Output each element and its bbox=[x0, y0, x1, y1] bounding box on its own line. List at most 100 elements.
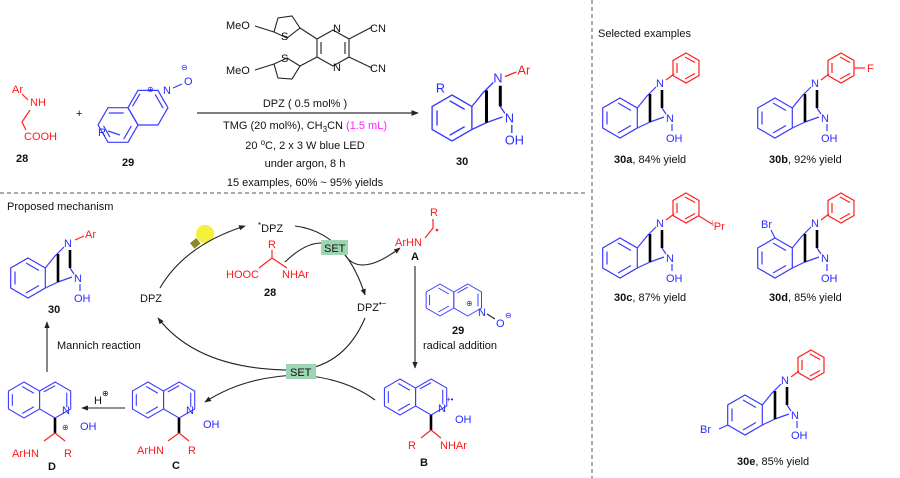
r-group-label: R bbox=[436, 82, 445, 96]
plus-charge: ⊕ bbox=[466, 299, 473, 308]
hydroxyl-label: OH bbox=[821, 273, 838, 285]
plus-charge: ⊕ bbox=[147, 85, 154, 94]
r-group-label: R bbox=[268, 239, 276, 251]
set-badge-1: SET bbox=[321, 240, 348, 255]
mechanism-product-30: N Ar N OH 30 bbox=[11, 229, 96, 316]
isopropyl-label: iPr bbox=[712, 219, 725, 233]
yield-label: 30a, 84% yield bbox=[614, 154, 686, 166]
nitrogen-label: N bbox=[666, 113, 674, 125]
intermediate-label: B bbox=[420, 457, 428, 469]
compound-label: 29 bbox=[122, 157, 134, 169]
example-30b: F N N OH 30b, 92% yield bbox=[758, 52, 874, 166]
cooh-label: COOH bbox=[24, 131, 57, 143]
intermediate-C: N OH ArHN R C bbox=[132, 382, 220, 472]
cyano-label: CN bbox=[370, 23, 386, 35]
hydroxyl-label: OH bbox=[666, 133, 683, 145]
mechanism-title: Proposed mechanism bbox=[7, 201, 113, 213]
nitrogen-label: N bbox=[438, 403, 446, 415]
compound-label: 30 bbox=[456, 156, 468, 168]
hydroxyl-label: OH bbox=[821, 133, 838, 145]
dpz-ground-label: DPZ bbox=[140, 293, 162, 305]
yield-label: 30e, 85% yield bbox=[737, 456, 809, 468]
amine-label: ArHN bbox=[395, 237, 422, 249]
nitrogen-label: N bbox=[821, 253, 829, 265]
dpz-catalyst-structure: MeO MeO S S N N CN CN bbox=[226, 15, 386, 80]
hydroxyl-label: OH bbox=[455, 414, 472, 426]
amine-label: ArHN bbox=[12, 448, 39, 460]
intermediate-label: D bbox=[48, 461, 56, 473]
light-bulb-icon bbox=[190, 225, 214, 249]
intermediate-label: C bbox=[172, 460, 180, 472]
set-label: SET bbox=[290, 367, 312, 379]
solvent-conditions: TMG (20 mol%), CH3CN (1.5 mL) bbox=[223, 120, 387, 134]
nitrogen-label: N bbox=[333, 23, 341, 35]
compound-label: 28 bbox=[264, 287, 276, 299]
scope-summary: 15 examples, 60% ~ 95% yields bbox=[227, 177, 384, 189]
dpz-radical-anion-label: DPZ•− bbox=[357, 299, 387, 314]
nitrogen-label: N bbox=[62, 405, 70, 417]
mechanism-reactant-28: R HOOC NHAr 28 bbox=[226, 239, 309, 299]
intermediate-label: A bbox=[411, 251, 419, 263]
nitrogen-label: N bbox=[781, 375, 789, 387]
set-label: SET bbox=[324, 243, 346, 255]
example-30c: iPr N N OH 30c, 87% yield bbox=[603, 192, 725, 304]
nitrogen-label: N bbox=[186, 405, 194, 417]
oxygen-label: O bbox=[184, 76, 193, 88]
set-oxidation-arrow bbox=[294, 225, 366, 296]
reduction-arrow bbox=[204, 374, 376, 403]
nh-label: NH bbox=[30, 97, 46, 109]
atmosphere-time: under argon, 8 h bbox=[265, 158, 346, 170]
product-30: R N Ar N OH bbox=[432, 63, 530, 147]
methoxy-label: MeO bbox=[226, 65, 250, 77]
set-badge-2: SET bbox=[286, 364, 316, 379]
hydroxyl-label: OH bbox=[791, 430, 808, 442]
mechanism-reactant-29: N ⊕ O ⊖ 29 bbox=[426, 284, 512, 337]
example-30d: Br N N OH 30d, 85% yield bbox=[758, 192, 855, 304]
r-group-label: R bbox=[430, 207, 438, 219]
r-group-label: R bbox=[98, 127, 106, 139]
r-group-label: R bbox=[188, 445, 196, 457]
amine-label: NHAr bbox=[440, 440, 467, 452]
nitrogen-label: N bbox=[656, 78, 664, 90]
nitrogen-label: N bbox=[791, 410, 799, 422]
minus-charge: ⊖ bbox=[505, 311, 512, 320]
fluoro-label: F bbox=[867, 63, 874, 75]
nitrogen-label: N bbox=[333, 62, 341, 74]
amine-label: ArHN bbox=[137, 445, 164, 457]
methoxy-label: MeO bbox=[226, 20, 250, 32]
nitrogen-label: N bbox=[811, 218, 819, 230]
nitrogen-label: N bbox=[666, 253, 674, 265]
compound-label: 29 bbox=[452, 325, 464, 337]
plus-sign: + bbox=[76, 108, 82, 120]
selected-examples-title: Selected examples bbox=[598, 28, 691, 40]
nitrogen-label: N bbox=[821, 113, 829, 125]
r-group-label: R bbox=[408, 440, 416, 452]
amine-label: NHAr bbox=[282, 269, 309, 281]
bromo-label: Br bbox=[761, 219, 772, 231]
excitation-arrow bbox=[159, 225, 246, 289]
oxygen-label: O bbox=[496, 318, 505, 330]
yield-label: 30b, 92% yield bbox=[769, 154, 842, 166]
temperature-light: 20 oC, 2 x 3 W blue LED bbox=[245, 138, 364, 152]
intermediate-D: N ⊕ OH ArHN R D bbox=[8, 382, 97, 473]
example-30a: N N OH 30a, 84% yield bbox=[603, 52, 700, 166]
sulfur-label: S bbox=[281, 31, 288, 43]
radical-cation-charge: +• bbox=[446, 395, 454, 404]
plus-charge: ⊕ bbox=[62, 423, 69, 432]
r-group-label: R bbox=[64, 448, 72, 460]
radical-intermediate-A: R ArHN A bbox=[395, 207, 439, 263]
hydroxyl-label: OH bbox=[74, 293, 91, 305]
nitrogen-label: N bbox=[656, 218, 664, 230]
hydroxyl-label: OH bbox=[203, 419, 220, 431]
yield-label: 30c, 87% yield bbox=[614, 292, 686, 304]
compound-label: 30 bbox=[48, 304, 60, 316]
hydroxyl-label: OH bbox=[80, 421, 97, 433]
nitrogen-label: N bbox=[163, 85, 171, 97]
reactant-28: Ar NH COOH 28 bbox=[12, 84, 57, 165]
cyano-label: CN bbox=[370, 63, 386, 75]
mannich-reaction-label: Mannich reaction bbox=[57, 340, 141, 352]
intermediate-B: N +• OH R NHAr B bbox=[384, 379, 472, 469]
yield-label: 30d, 85% yield bbox=[769, 292, 842, 304]
radical-addition-label: radical addition bbox=[423, 340, 497, 352]
